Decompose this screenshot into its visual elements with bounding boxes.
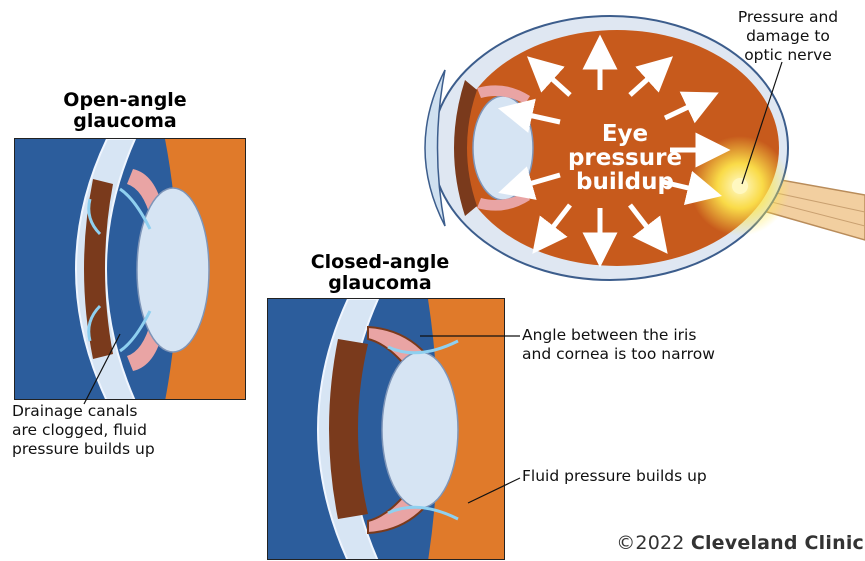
arrow-left-upper [515,112,560,122]
arrow-down-right [630,205,657,240]
copyright-year: ©2022 [616,532,684,554]
optic-nerve-leader [730,60,790,190]
arrow-right-up [665,100,703,118]
open-angle-caption: Drainage canals are clogged, fluid press… [12,402,242,459]
arrow-up-left [540,68,570,95]
closed-angle-title: Closed-angle glaucoma [290,252,470,294]
eye-pressure-label: Eye pressure buildup [560,122,690,194]
open-angle-panel [14,138,246,400]
arrow-up-right [630,68,660,95]
arrow-down-left [543,205,570,240]
narrow-angle-label: Angle between the iris and cornea is too… [522,326,792,364]
fluid-pressure-label: Fluid pressure builds up [522,467,792,486]
copyright-owner: Cleveland Clinic [691,532,864,554]
closed-angle-leaders [420,320,530,520]
open-angle-title: Open-angle glaucoma [40,90,210,132]
arrow-left-lower [515,175,560,188]
copyright-notice: ©2022 Cleveland Clinic [604,532,864,554]
open-angle-leader [60,330,130,410]
optic-nerve-label: Pressure and damage to optic nerve [718,8,858,65]
